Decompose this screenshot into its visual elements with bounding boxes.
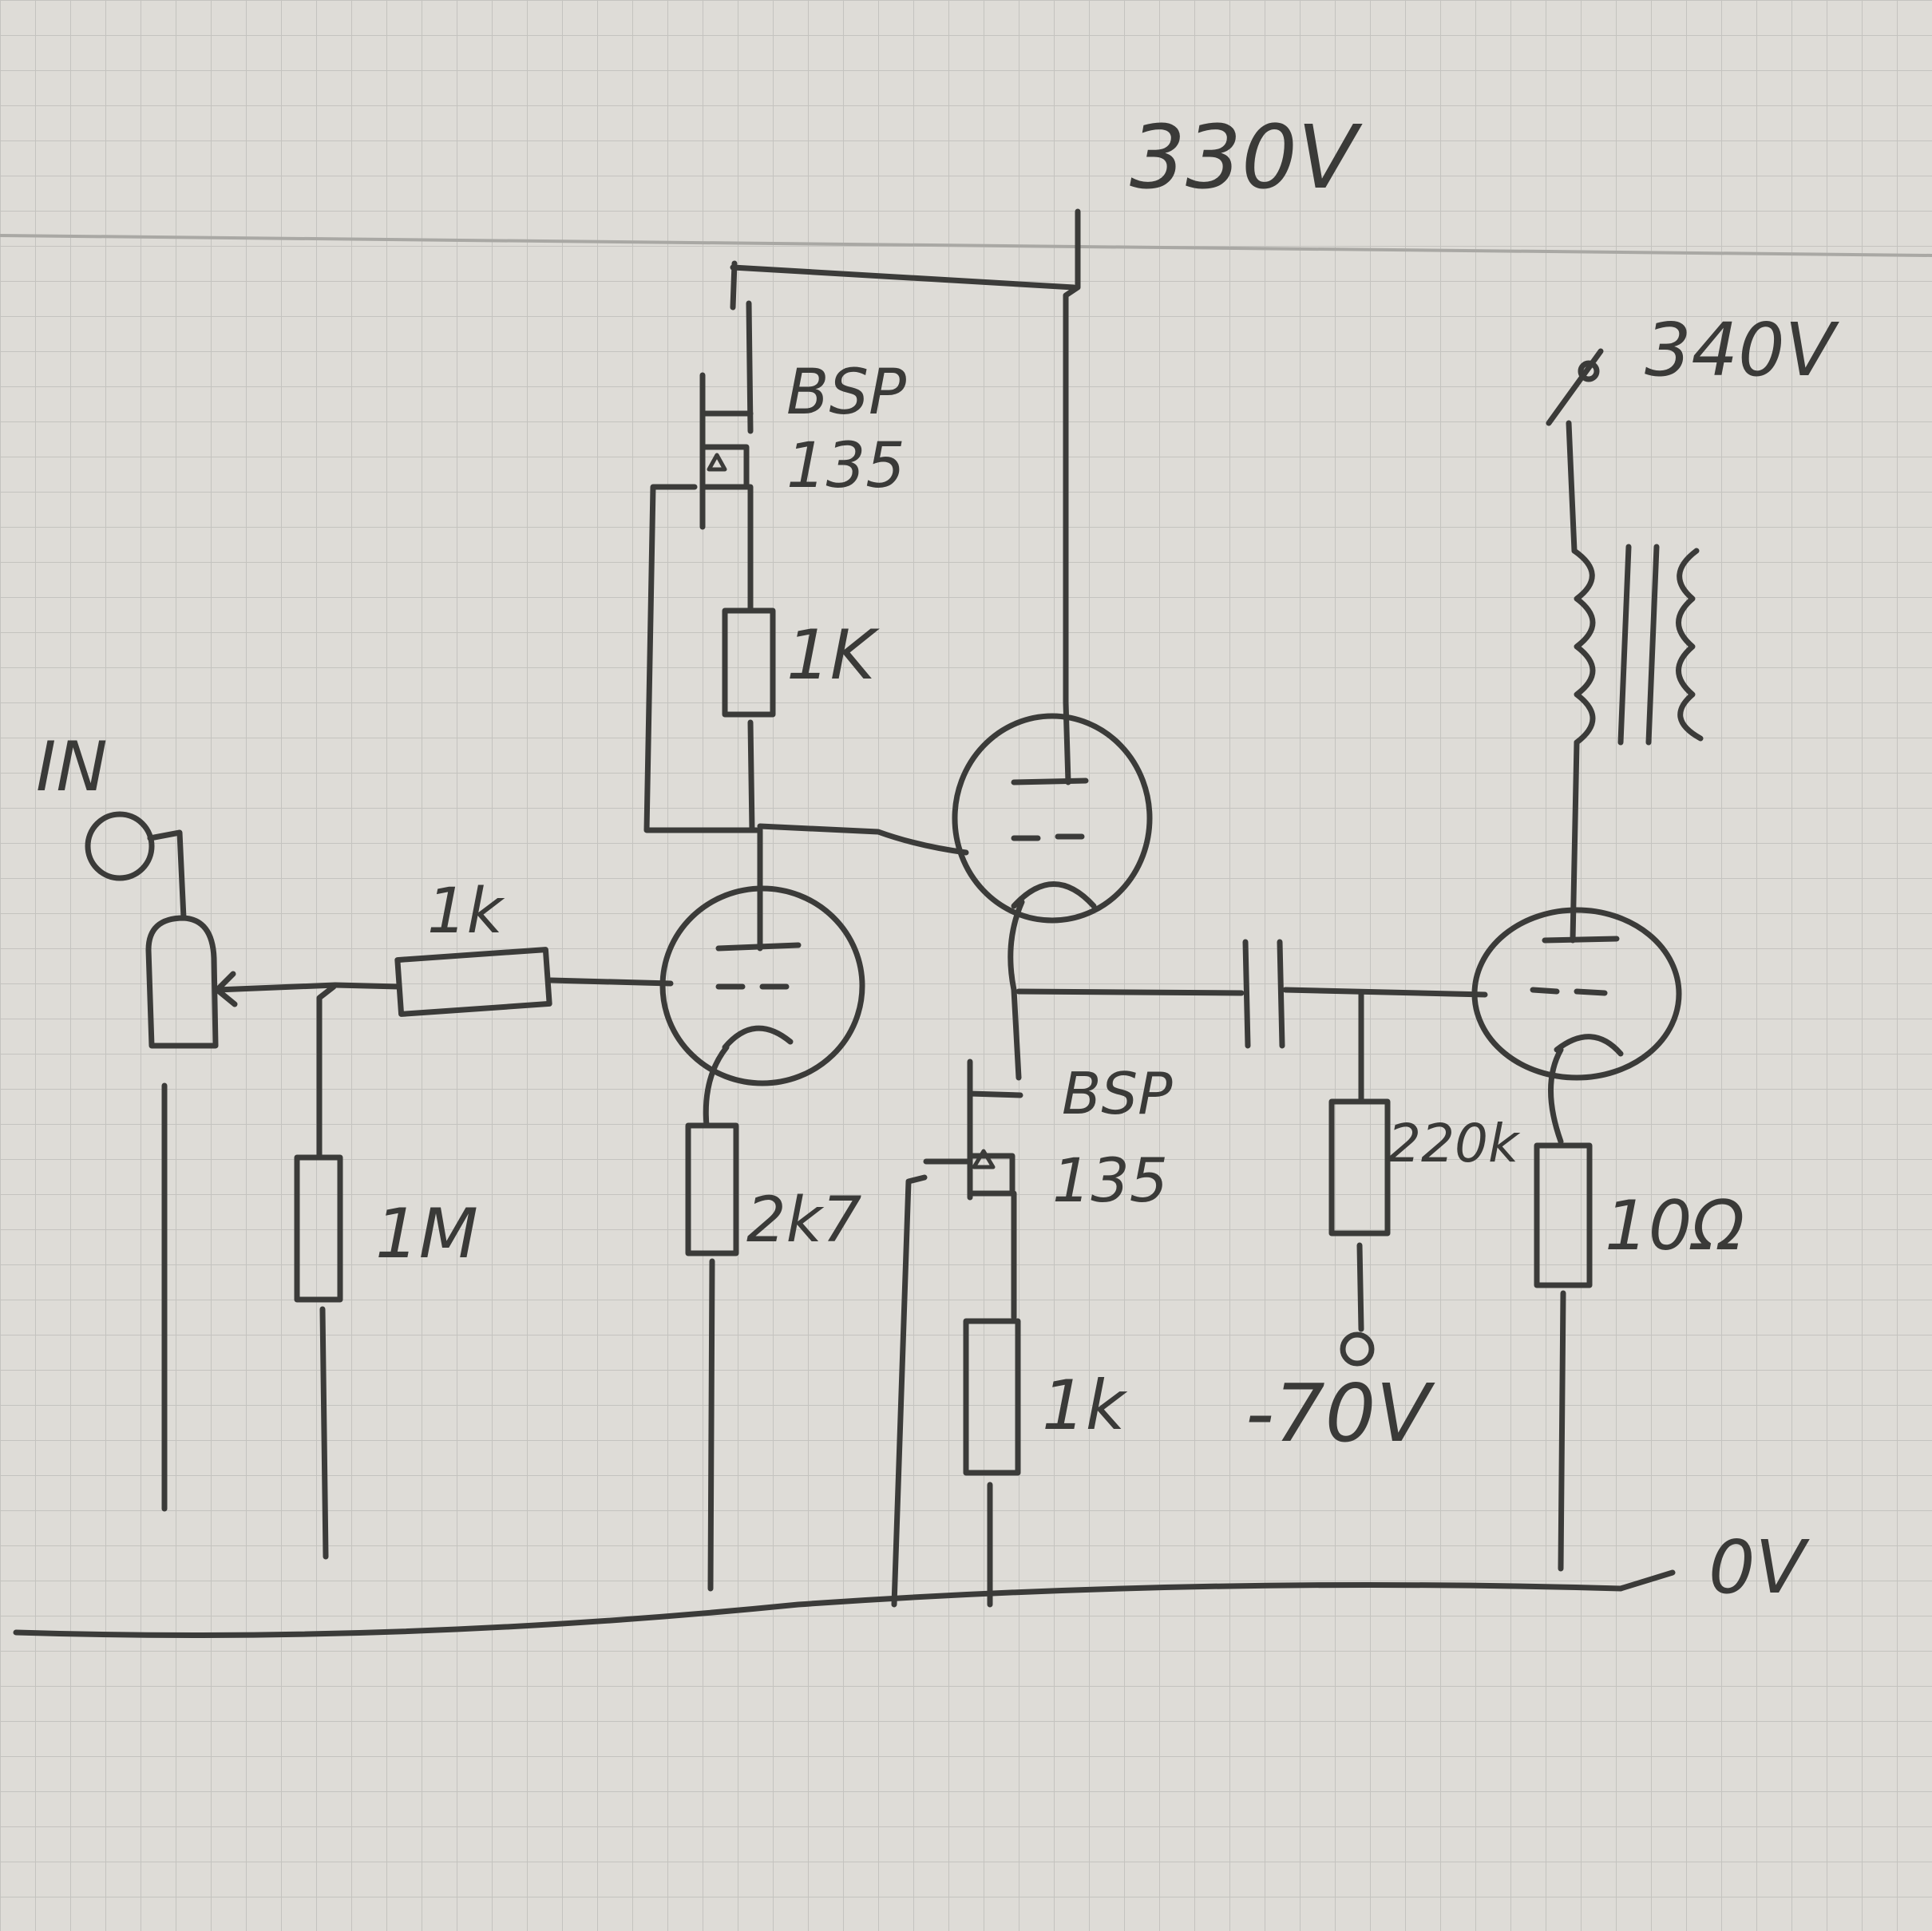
mosfet-top-gate-loop xyxy=(643,484,763,833)
label-resistor-cathode-first: 2k7 xyxy=(746,1185,861,1256)
label-mosfet-top-line2: 135 xyxy=(786,430,905,502)
resistor-top-source xyxy=(722,607,776,718)
volume-potentiometer xyxy=(145,915,219,1049)
supply-main-wire xyxy=(1063,208,1081,785)
bias-resistor-to-supply xyxy=(1356,1242,1364,1332)
output-cathode-ground-wire xyxy=(1558,1290,1566,1572)
triode-second-cathode xyxy=(1011,881,1097,909)
label-resistor-input-series: 1k xyxy=(427,876,505,948)
mosfet-top xyxy=(699,372,754,562)
triode-second-plate xyxy=(1011,778,1089,785)
label-resistor-output-cathode: 10Ω xyxy=(1605,1186,1744,1266)
output-plate-wire xyxy=(1570,739,1580,944)
triode-first-cathode-wire xyxy=(703,1044,730,1129)
mosfet-top-arrow xyxy=(707,453,727,472)
label-resistor-bottom-source: 1k xyxy=(1042,1366,1128,1446)
triode-second xyxy=(952,713,1153,924)
label-resistor-grid-leak: 1M xyxy=(375,1194,478,1274)
input-wire xyxy=(147,829,187,921)
input-terminal xyxy=(85,811,155,881)
supply-rail-top xyxy=(730,260,1077,311)
node-to-second-grid xyxy=(757,823,969,856)
grid-leak-ground-wire xyxy=(319,1306,329,1560)
top-mosfet-drain-wire xyxy=(746,300,754,434)
label-input: IN xyxy=(36,727,108,807)
label-mosfet-top-line1: BSP xyxy=(786,357,906,429)
label-resistor-bias-grid: 220k xyxy=(1388,1113,1521,1174)
label-resistor-top-source: 1K xyxy=(786,615,881,695)
mosfet-bottom-arrow xyxy=(972,1149,996,1169)
label-mosfet-bottom-line2: 135 xyxy=(1052,1145,1168,1216)
triode-output-plate xyxy=(1542,936,1620,944)
triode-output xyxy=(1471,907,1682,1081)
coupling-capacitor xyxy=(1242,939,1285,1049)
label-negative-bias: -70V xyxy=(1245,1367,1435,1460)
triode-second-grid xyxy=(1011,833,1085,841)
triode-output-grid xyxy=(1530,987,1608,996)
output-supply-wire xyxy=(1566,420,1578,554)
label-supply-main: 330V xyxy=(1130,106,1363,208)
cathode-first-ground-wire xyxy=(707,1258,715,1592)
resistor-grid-leak xyxy=(294,1154,343,1303)
output-transformer-secondary xyxy=(1676,548,1704,742)
resistor-input-series xyxy=(394,947,552,1017)
mosfet-bottom-gate-wire xyxy=(891,1174,928,1608)
ground-rail xyxy=(13,1569,1676,1638)
input-node-wire xyxy=(332,982,402,990)
grid-leak-wire xyxy=(316,983,337,1161)
mosfet-bottom xyxy=(923,1058,1023,1320)
coupling-wire-right xyxy=(1282,987,1488,998)
potentiometer-wiper xyxy=(214,971,338,1007)
triode-second-cathode-wire xyxy=(1008,899,1025,1081)
label-ground: 0V xyxy=(1708,1525,1811,1610)
resistor-bottom-source xyxy=(963,1318,1021,1476)
top-resistor-to-node xyxy=(747,719,755,833)
output-transformer-primary xyxy=(1571,548,1596,746)
label-supply-output: 340V xyxy=(1645,307,1840,393)
triode-output-cathode xyxy=(1554,1034,1624,1057)
label-mosfet-bottom-line1: BSP xyxy=(1062,1060,1173,1127)
triode-first-cathode xyxy=(722,1025,794,1051)
output-transformer-core xyxy=(1617,544,1660,746)
coupling-wire-left xyxy=(1015,988,1245,996)
resistor-output-cathode xyxy=(1534,1142,1593,1288)
triode-output-cathode-wire xyxy=(1548,1047,1564,1145)
resistor-bias-grid xyxy=(1328,1098,1391,1237)
ruled-header-line xyxy=(0,234,1932,257)
resistor-cathode-first xyxy=(685,1122,739,1256)
supply-output-arrow xyxy=(1546,348,1604,426)
negative-bias-terminal xyxy=(1340,1332,1375,1367)
grid-wire-first xyxy=(548,977,674,987)
